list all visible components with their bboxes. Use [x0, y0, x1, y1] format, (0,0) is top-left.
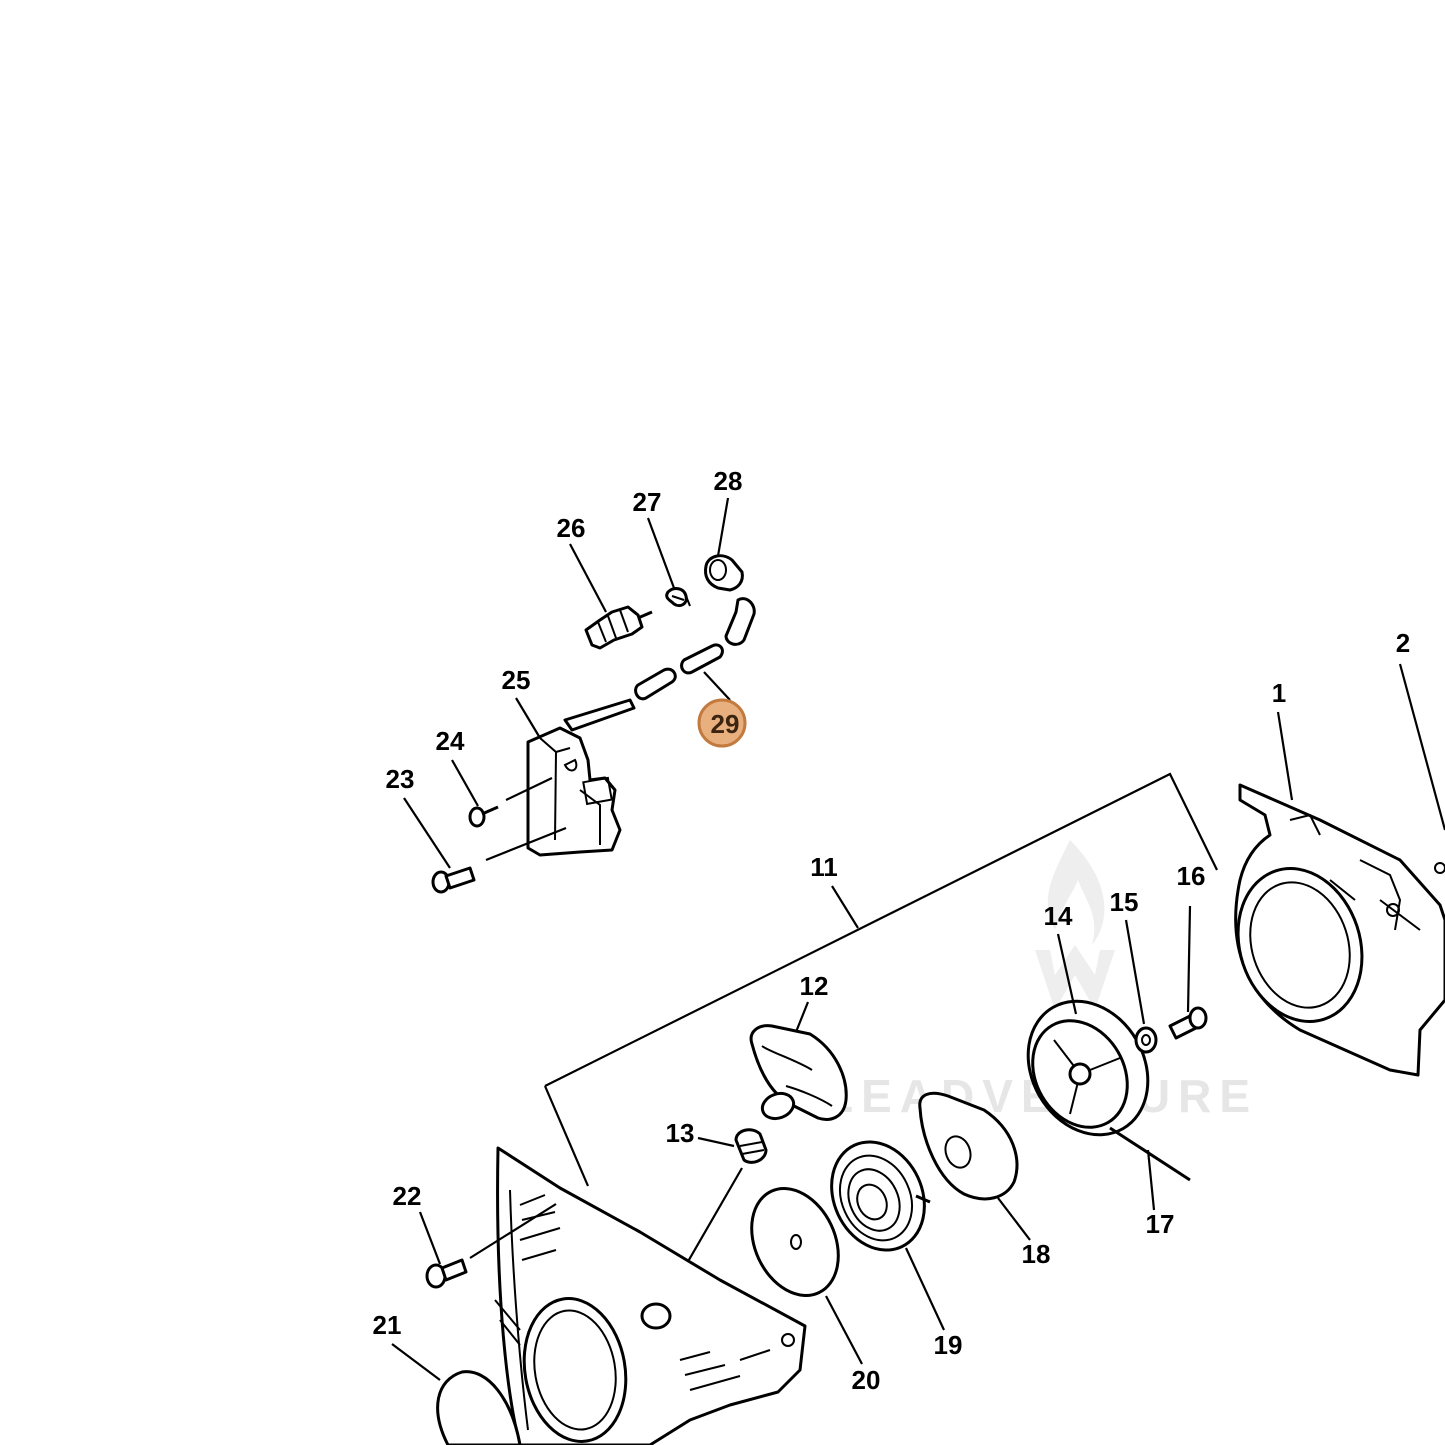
callout-24[interactable]: 24	[436, 726, 465, 756]
callout-13[interactable]: 13	[666, 1118, 695, 1148]
callout-21[interactable]: 21	[373, 1310, 402, 1340]
part-17-rope[interactable]	[1109, 1126, 1191, 1182]
highlight-circle	[697, 698, 747, 748]
part-23-screw[interactable]	[431, 866, 476, 894]
callout-28[interactable]: 28	[714, 466, 743, 496]
callout-25[interactable]: 25	[502, 665, 531, 695]
part-20-disc[interactable]	[735, 1174, 855, 1309]
part-21-disc[interactable]	[436, 1370, 522, 1445]
part-16-bolt[interactable]	[1168, 1006, 1208, 1040]
callout-29[interactable]: 29	[711, 709, 740, 739]
assembly-11-bracket-left	[543, 1085, 590, 1187]
callout-18[interactable]: 18	[1022, 1239, 1051, 1269]
leader-lines	[391, 497, 1445, 1381]
part-22-bolt[interactable]	[425, 1258, 468, 1289]
callout-29-highlight[interactable]: 29	[697, 698, 747, 748]
part-14-pulley[interactable]	[1005, 979, 1172, 1156]
callout-20[interactable]: 20	[852, 1365, 881, 1395]
callout-11[interactable]: 11	[810, 852, 838, 882]
part-28-plug-cap[interactable]	[704, 554, 744, 592]
part-26-spark-plug[interactable]	[584, 605, 653, 650]
screw-23-line	[485, 826, 567, 862]
screw-24-line	[505, 777, 553, 801]
callout-14[interactable]: 14	[1044, 901, 1073, 931]
part-19-spring[interactable]	[814, 1127, 941, 1266]
part-18-plate[interactable]	[918, 1091, 1019, 1201]
callout-12[interactable]: 12	[800, 971, 829, 1001]
part-1-housing[interactable]	[1219, 783, 1445, 1077]
watermark-flame-icon	[1047, 840, 1105, 945]
callout-17[interactable]: 17	[1146, 1209, 1175, 1239]
callout-26[interactable]: 26	[557, 513, 586, 543]
part-29-lead-tubes[interactable]	[634, 597, 756, 701]
part-25-ignition-coil[interactable]	[526, 698, 636, 857]
part-11-starter-case[interactable]	[494, 1146, 807, 1445]
callout-16[interactable]: 16	[1177, 861, 1206, 891]
callout-numbers: 1 2 11 12 13 14 15 16 17 18 19 20 21 22 …	[373, 466, 1411, 1395]
part-15-washer[interactable]	[1134, 1026, 1158, 1054]
callout-15[interactable]: 15	[1110, 887, 1139, 917]
bolt-22-line	[469, 1203, 557, 1259]
callout-22[interactable]: 22	[393, 1181, 422, 1211]
assembly-11-bracket	[544, 772, 1218, 1087]
callout-27[interactable]: 27	[633, 487, 662, 517]
callout-19[interactable]: 19	[934, 1330, 963, 1360]
part-24-screw[interactable]	[468, 805, 499, 828]
part-27-clip[interactable]	[665, 587, 691, 608]
callout-2[interactable]: 2	[1396, 628, 1410, 658]
watermark-w-icon	[1035, 945, 1115, 1010]
callout-1[interactable]: 1	[1272, 678, 1286, 708]
part-12-starter-handle[interactable]	[749, 1024, 848, 1123]
part-13-grommet[interactable]	[734, 1128, 768, 1164]
callout-23[interactable]: 23	[386, 764, 415, 794]
